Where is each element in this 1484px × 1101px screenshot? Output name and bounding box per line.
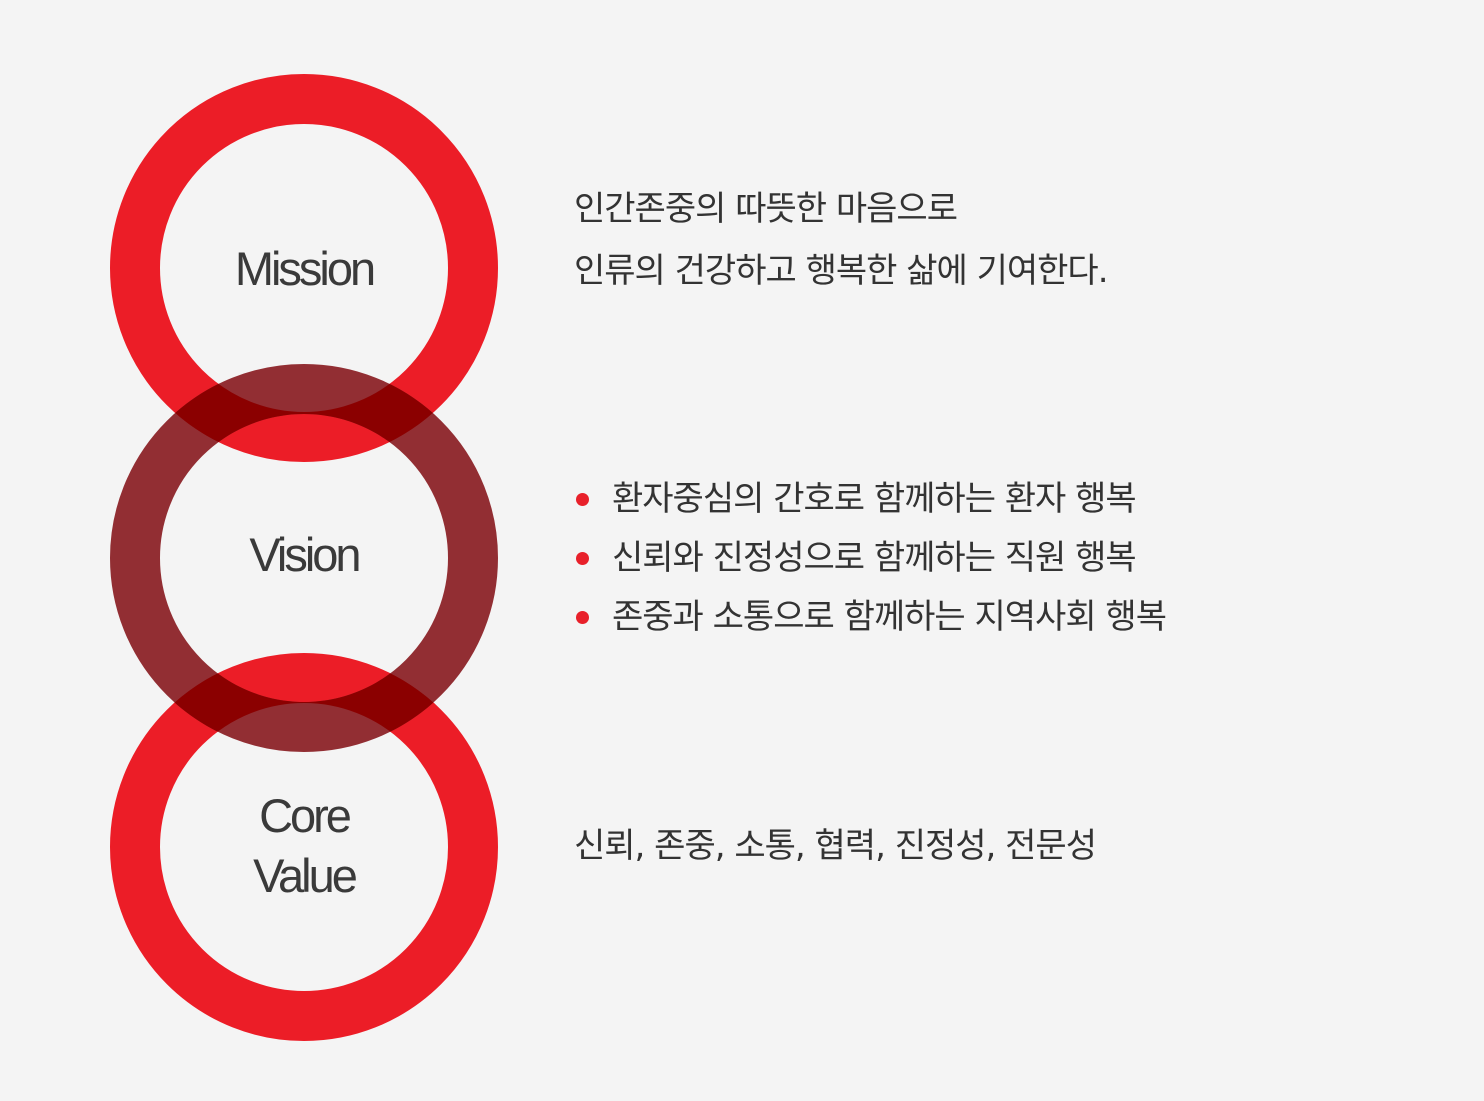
vision-item: 신뢰와 진정성으로 함께하는 직원 행복 (574, 529, 1166, 588)
vision-ring (110, 364, 498, 752)
core-value-ring (110, 653, 498, 1041)
mission-label: Mission (235, 242, 374, 295)
vision-item-text: 존중과 소통으로 함께하는 지역사회 행복 (612, 597, 1167, 637)
mission-line-1: 인간존중의 따뜻한 마음으로 (574, 189, 958, 229)
mission-line-2: 인류의 건강하고 행복한 삶에 기여한다. (574, 251, 1109, 291)
bullet-icon (576, 552, 589, 565)
vision-item-text: 신뢰와 진정성으로 함께하는 직원 행복 (612, 538, 1137, 578)
vision-item: 존중과 소통으로 함께하는 지역사회 행복 (574, 588, 1167, 647)
vision-item: 환자중심의 간호로 함께하는 환자 행복 (574, 470, 1166, 529)
core-value-text: 신뢰, 존중, 소통, 협력, 진정성, 전문성 (574, 826, 1097, 866)
mission-text: 인간존중의 따뜻한 마음으로 인류의 건강하고 행복한 삶에 기여한다. (574, 178, 1109, 302)
mission-ring (110, 74, 498, 462)
vision-list: 환자중심의 간호로 함께하는 환자 행복 신뢰와 진정성으로 함께하는 직원 행… (574, 470, 1167, 647)
core-value-label-line1: Core (259, 789, 351, 842)
vision-item-text: 환자중심의 간호로 함께하는 환자 행복 (612, 479, 1137, 519)
vision-label: Vision (249, 528, 359, 581)
bullet-icon (576, 493, 589, 506)
core-value-label-line2: Value (253, 849, 357, 902)
bullet-icon (576, 611, 589, 624)
